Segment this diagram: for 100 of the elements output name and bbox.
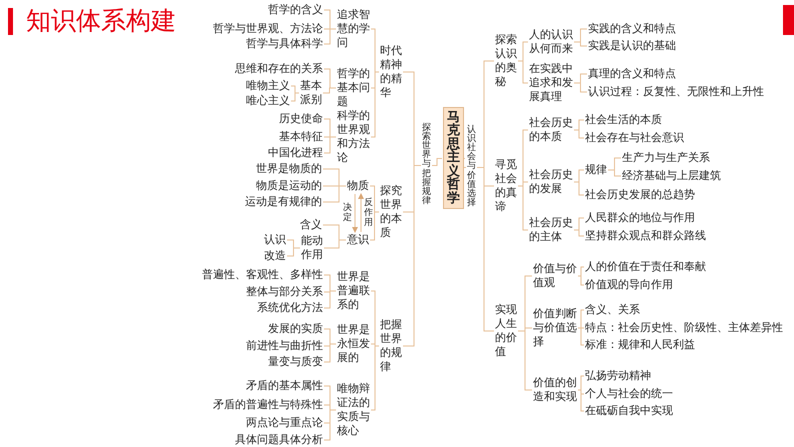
connector-line <box>324 290 336 308</box>
leaf-label: 量变与质变 <box>268 355 323 369</box>
central-topic-box: 马克思主义哲学 <box>443 106 464 209</box>
leaf-label: 社会存在与社会意识 <box>585 131 684 145</box>
topic-label: 科学的世界观和方法论 <box>337 109 370 165</box>
connector-line <box>370 212 380 240</box>
connector-line <box>574 182 584 196</box>
leaf-label: 前进性与曲折性 <box>246 339 323 353</box>
leaf-label: 基本特征 <box>279 130 323 144</box>
edge-label: 反作用 <box>364 198 373 228</box>
leaf-label: 标准：规律和人民利益 <box>585 338 695 352</box>
topic-label: 在实践中追求和发展真理 <box>529 62 573 104</box>
leaf-label: 在砥砺自我中实现 <box>585 404 673 418</box>
leaf-label: 物质是运动的 <box>256 179 322 193</box>
arrow <box>358 193 364 232</box>
connector-line <box>518 60 528 84</box>
leaf-label: 世界是物质的 <box>256 162 322 176</box>
connector-line <box>578 266 584 276</box>
connector-line <box>322 186 346 202</box>
connector-line <box>322 88 336 94</box>
connector-line <box>324 136 336 154</box>
leaf-label: 唯心主义 <box>246 94 290 108</box>
leaf-label: 含义 <box>300 218 322 232</box>
topic-label: 把握世界的规律 <box>380 318 402 374</box>
leaf-label: 哲学的含义 <box>268 3 323 17</box>
leaf-label: 矛盾的普遍性与特殊性 <box>213 398 323 412</box>
topic-label: 基本派别 <box>300 79 322 107</box>
leaf-label: 系统优化方法 <box>257 301 323 315</box>
leaf-label: 具体问题具体分析 <box>235 433 323 447</box>
topic-label: 实现人生的价值 <box>495 303 517 359</box>
leaf-label: 整体与部分关系 <box>246 285 323 299</box>
topic-label: 寻觅社会的真谛 <box>495 158 517 214</box>
leaf-label: 社会历史发展的总趋势 <box>585 188 695 202</box>
edge-label: 决定 <box>343 203 352 223</box>
connector-line <box>518 186 528 230</box>
leaf-label: 矛盾的基本属性 <box>246 379 323 393</box>
connector-line <box>324 410 336 440</box>
topic-label: 唯物辩证法的实质与核心 <box>337 382 370 438</box>
connector-line <box>574 230 584 236</box>
connector-line <box>574 82 588 92</box>
topic-label: 时代精神的精华 <box>380 44 402 100</box>
topic-label: 社会历史的主体 <box>529 216 573 244</box>
leaf-label: 运动是有规律的 <box>245 195 322 209</box>
leaf-label: 两点论与重点论 <box>246 416 323 430</box>
connector-line <box>574 130 584 138</box>
connector-line <box>578 390 584 412</box>
topic-label: 人的认识从何而来 <box>529 28 573 56</box>
leaf-label: 改造 <box>264 249 286 263</box>
topic-label: 哲学的基本问题 <box>337 67 370 109</box>
leaf-label: 发展的实质 <box>268 322 323 336</box>
leaf-label: 社会生活的本质 <box>585 113 662 127</box>
connector-line <box>476 167 494 332</box>
leaf-label: 坚持群众观点和群众路线 <box>585 229 706 243</box>
leaf-label: 历史使命 <box>279 112 323 126</box>
leaf-label: 认识 <box>264 233 286 247</box>
leaf-label: 中国化进程 <box>268 146 323 160</box>
leaf-label: 唯物主义 <box>246 79 290 93</box>
topic-label: 社会历史的发展 <box>529 168 573 196</box>
connector-line <box>324 28 336 44</box>
connector-line <box>574 42 588 46</box>
connector-line <box>324 240 346 248</box>
branch-label: 探索世界与把握规律 <box>422 124 431 206</box>
topic-label: 价值与价值观 <box>533 262 577 290</box>
leaf-label: 规律 <box>585 163 607 177</box>
topic-label: 价值的创造和实现 <box>533 376 577 404</box>
leaf-label: 物质 <box>347 179 369 193</box>
leaf-label: 人民群众的地位与作用 <box>585 211 695 225</box>
connector-line <box>578 328 584 346</box>
connector-line <box>578 276 584 286</box>
connector-line <box>578 310 584 328</box>
connector-line <box>402 165 422 346</box>
leaf-label: 哲学与具体科学 <box>246 37 323 51</box>
leaf-label: 真理的含义和特点 <box>588 67 676 81</box>
leaf-label: 含义、关系 <box>585 303 640 317</box>
topic-label: 能动作用 <box>301 234 323 262</box>
leaf-label: 价值观的导向作用 <box>585 278 673 292</box>
topic-label: 社会历史的本质 <box>529 116 573 144</box>
leaf-label: 个人与社会的统一 <box>585 387 673 401</box>
leaf-label: 哲学与世界观、方法论 <box>213 22 323 36</box>
branch-label: 认识社会与价值选择 <box>467 126 476 208</box>
title: 知识体系构建 <box>26 6 176 36</box>
topic-label: 世界是普遍联系的 <box>337 270 370 312</box>
leaf-label: 人的价值在于责任和奉献 <box>585 260 706 274</box>
leaf-label: 思维和存在的关系 <box>235 62 323 76</box>
topic-label: 世界是永恒发展的 <box>337 323 370 365</box>
leaf-label: 弘扬劳动精神 <box>585 369 651 383</box>
connector-line <box>286 248 300 256</box>
leaf-label: 实践的含义和特点 <box>588 22 676 36</box>
leaf-label: 实践是认识的基础 <box>588 39 676 53</box>
topic-label: 探究世界的本质 <box>380 184 402 240</box>
leaf-label: 意识 <box>347 233 369 247</box>
arrow <box>352 194 358 233</box>
connector-line <box>432 158 442 166</box>
leaf-label: 普遍性、客观性、多样性 <box>202 268 323 282</box>
leaf-label: 生产力与生产关系 <box>622 151 710 165</box>
connector-line <box>578 376 584 390</box>
leaf-label: 经济基础与上层建筑 <box>622 169 721 183</box>
topic-label: 追求智慧的学问 <box>337 8 370 50</box>
topic-label: 探索认识的奥秘 <box>495 33 517 89</box>
topic-label: 价值判断与价值选择 <box>533 307 577 349</box>
